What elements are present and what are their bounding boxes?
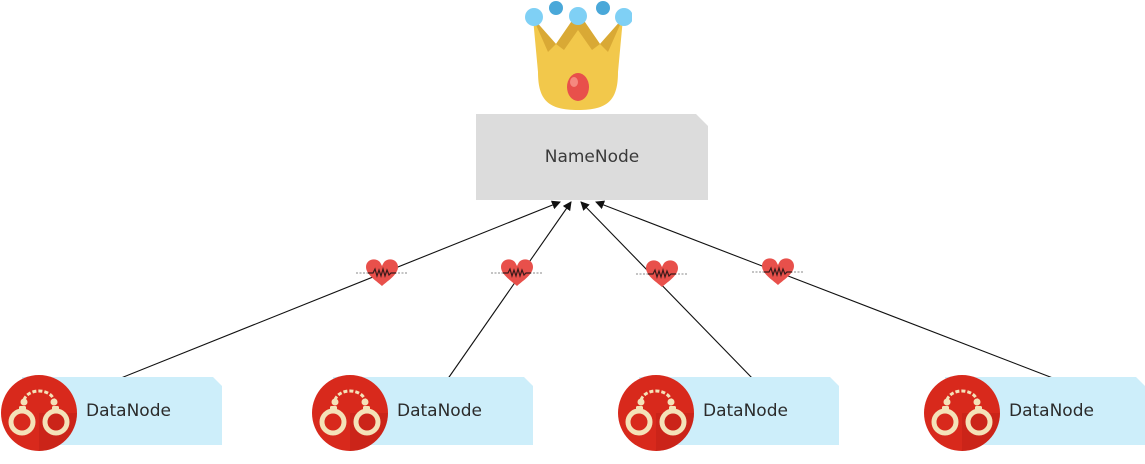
namenode-label: NameNode [544,147,640,167]
handcuffs-icon [1,375,77,451]
handcuffs-icon [924,375,1000,451]
datanode-3: DataNode [617,368,839,451]
handcuffs-icon [618,375,694,451]
datanode-label: DataNode [86,401,171,421]
datanode-1: DataNode [0,368,222,451]
datanode-2: DataNode [311,368,533,451]
datanode-label: DataNode [1009,401,1094,421]
namenode-box: NameNode [476,114,708,200]
datanode-label: DataNode [703,401,788,421]
heartbeat-arrow-1 [115,200,561,381]
datanode-4: DataNode [923,368,1145,451]
handcuffs-icon [312,375,388,451]
heartbeat-icon [355,258,409,287]
heartbeat-arrow-4 [595,200,1059,381]
heartbeat-icon [635,259,689,288]
heartbeat-icon [751,257,805,286]
heartbeat-icon [490,258,544,287]
crown-icon [525,1,632,110]
heartbeat-arrow-3 [580,201,755,381]
heartbeat-arrow-2 [446,201,572,381]
datanode-label: DataNode [397,401,482,421]
